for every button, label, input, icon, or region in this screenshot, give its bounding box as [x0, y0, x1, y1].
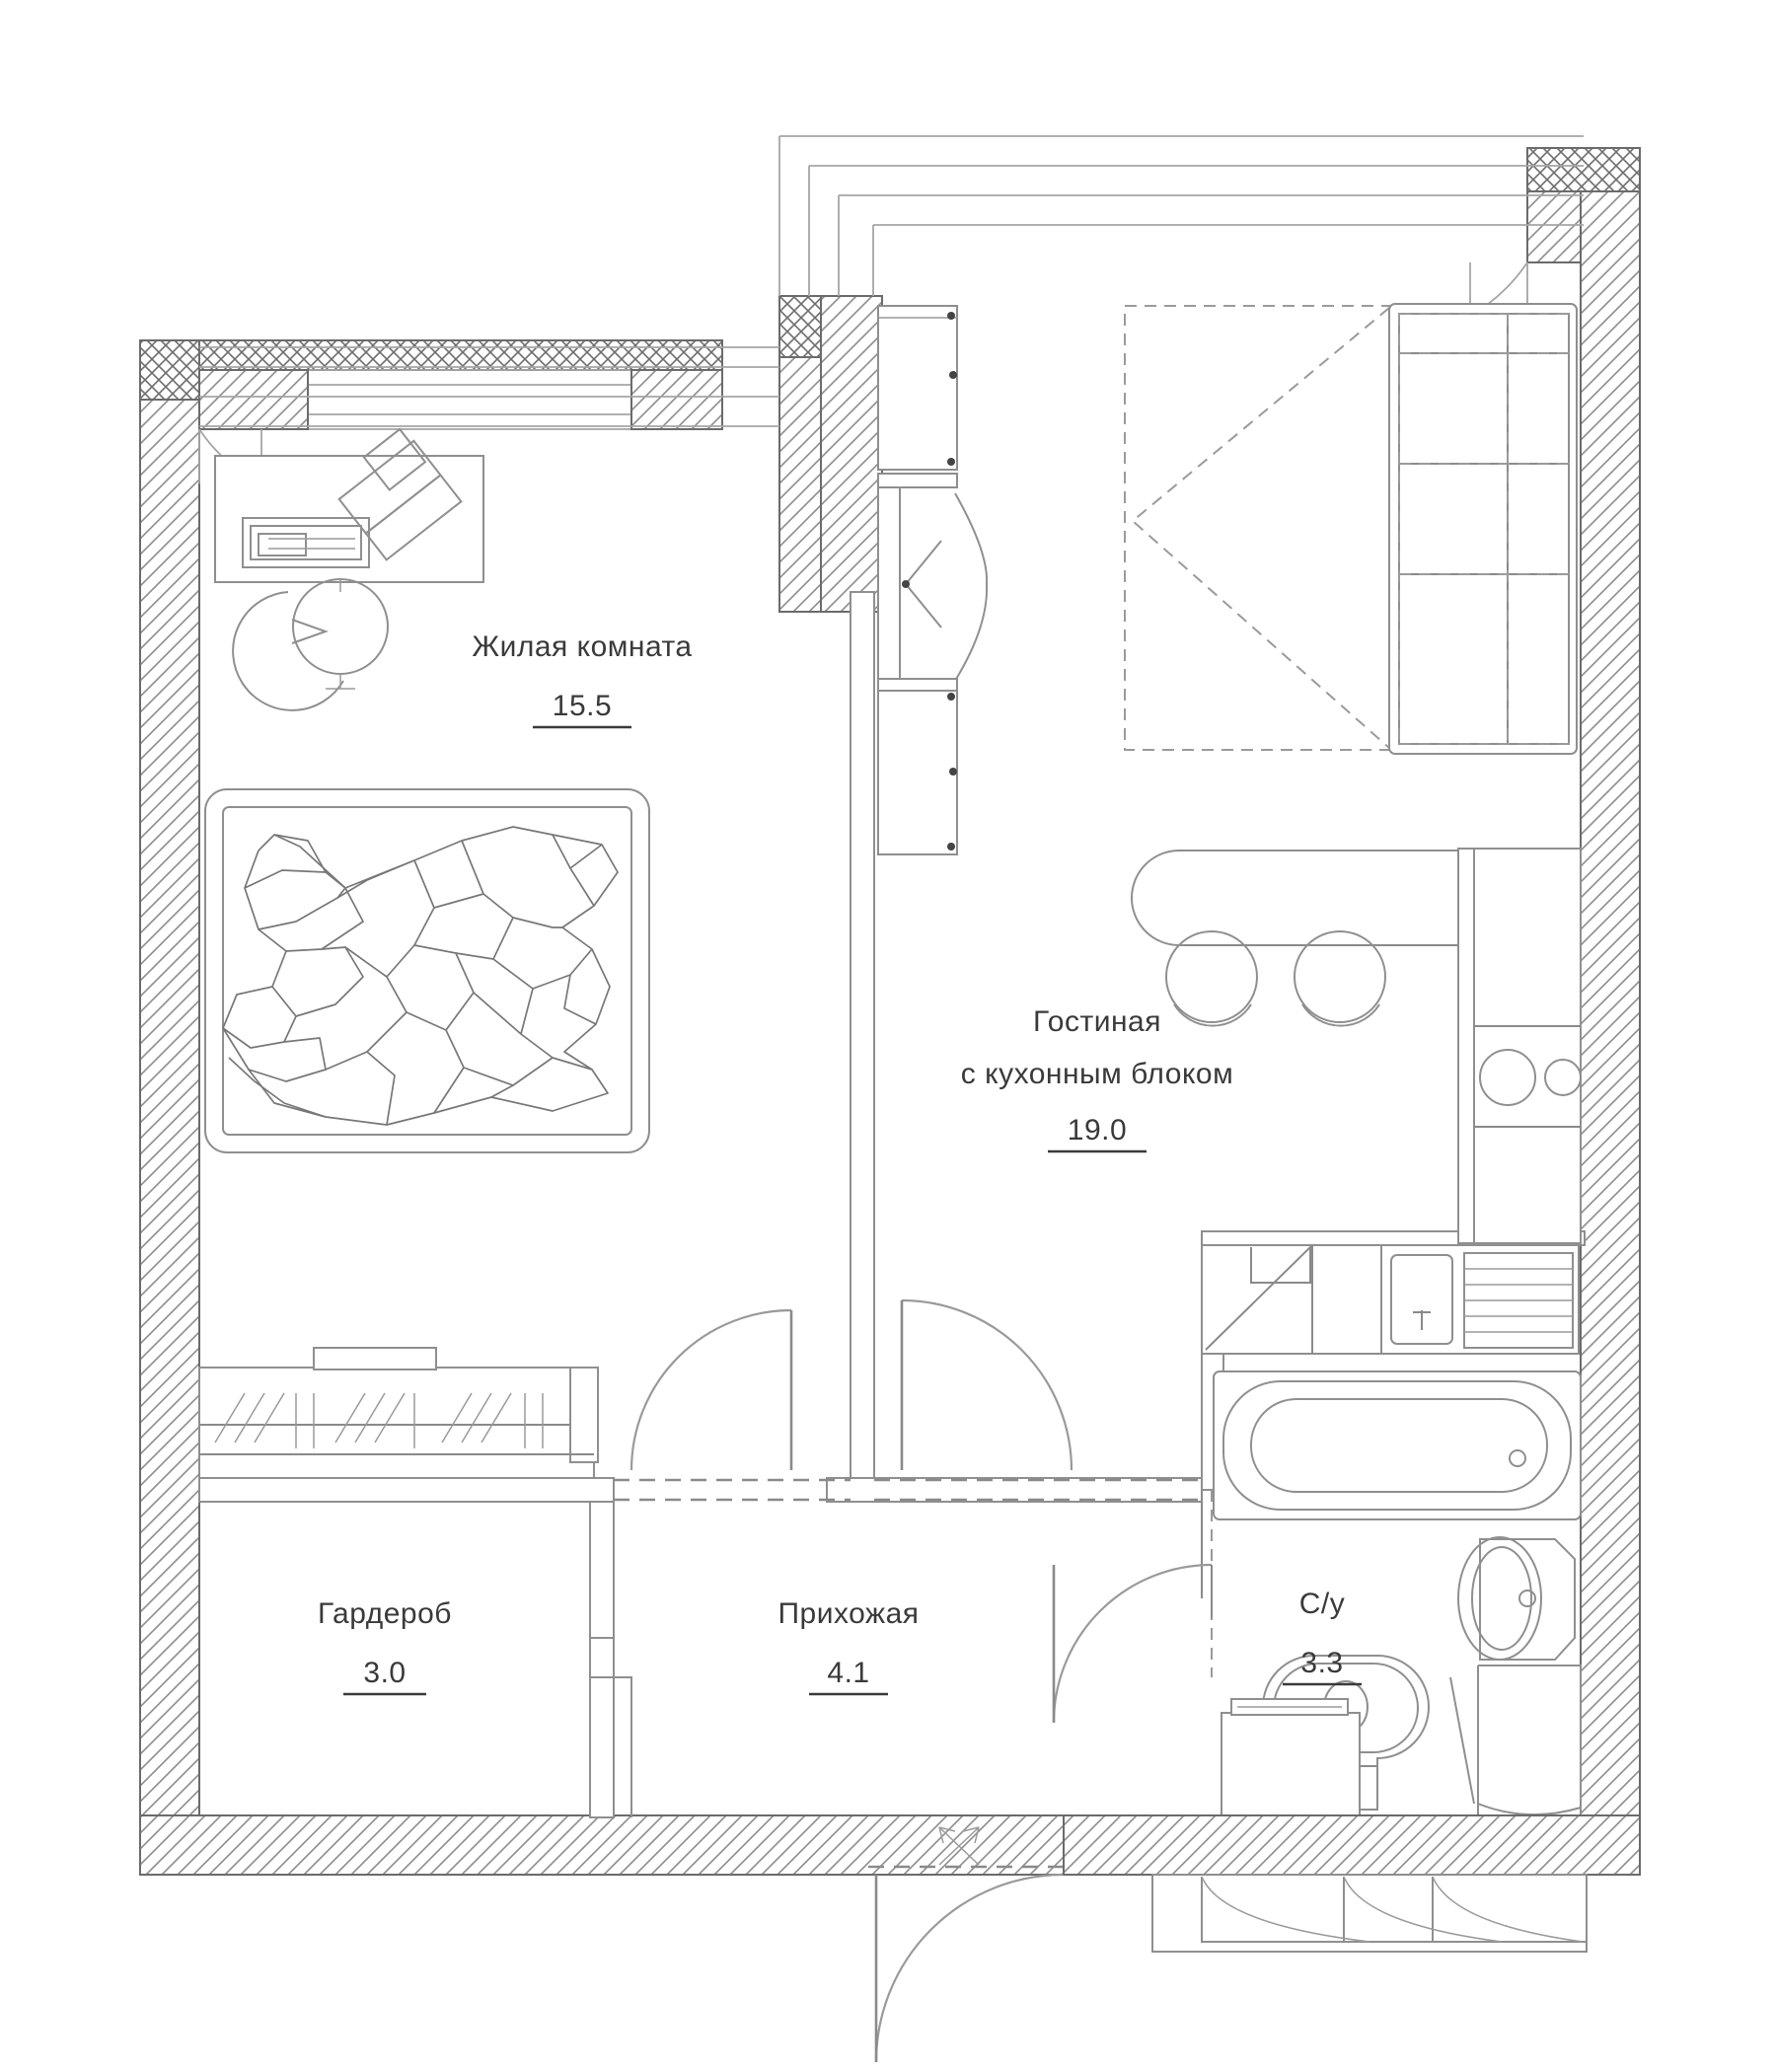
room-name-sanuzel: С/у [1299, 1588, 1346, 1620]
kitchen-cabinets [877, 305, 989, 855]
fridge-unit [1201, 1244, 1382, 1355]
wall-left [139, 339, 200, 1876]
kitchen-sink [1380, 1244, 1580, 1355]
bar-counter [1131, 850, 1459, 1027]
room-name-prikhozhaya: Прихожая [777, 1597, 919, 1630]
kitchen-worktop [1473, 848, 1582, 1244]
room-name-garderob: Гардероб [318, 1597, 452, 1630]
kitchen-living-furniture [877, 303, 1582, 1355]
hall-door-right [900, 1298, 1073, 1471]
hall-door-left [629, 1308, 793, 1471]
room-area-prikhozhaya: 4.1 [827, 1657, 869, 1689]
room-name-gostinaya-line1: Гостиная [1033, 1005, 1161, 1038]
room-label-garderob: Гардероб 3.0 [318, 1597, 452, 1696]
wall-top-left-pier [198, 369, 723, 430]
desk [214, 427, 484, 583]
room-area-garderob: 3.0 [363, 1657, 406, 1689]
washing-machine [1221, 1698, 1361, 1816]
door-thresholds [614, 1478, 1202, 1502]
bathroom-fixtures [1052, 1370, 1582, 1816]
duvet-crumple [222, 826, 619, 1126]
bathroom-cabinet [1449, 1665, 1582, 1816]
hall-wardrobe [198, 1347, 599, 1479]
partition-wardrobe-hall [589, 1501, 632, 1818]
room-label-gostinaya: Гостиная с кухонным блоком 19.0 [961, 1005, 1233, 1153]
desk-items [337, 427, 463, 561]
wall-top-right-cap [1526, 147, 1641, 263]
bar-stool-1 [1165, 930, 1258, 1027]
bed-double [204, 788, 650, 1153]
door-opening-marker [938, 1826, 980, 1866]
wall-top-center [778, 295, 883, 613]
bathroom-door [1052, 1563, 1213, 1724]
room-name-gostinaya-line2: с кухонным блоком [961, 1058, 1233, 1090]
room-label-sanuzel: С/у 3.3 [1283, 1588, 1362, 1686]
room-labels: Жилая комната 15.5 Гостиная с кухонным б… [318, 630, 1362, 1696]
hall-jog [590, 1637, 615, 1678]
room-label-zhilaya-komnata: Жилая комната 15.5 [472, 630, 692, 729]
cooktop [1479, 1049, 1582, 1106]
partition-center-vertical [850, 591, 875, 1491]
living-room-furniture [204, 427, 650, 1153]
room-area-gostinaya: 19.0 [1068, 1114, 1127, 1147]
wall-right [1580, 147, 1641, 1876]
hall-wardrobe-furniture [198, 1298, 1641, 2063]
bar-stool-2 [1294, 930, 1386, 1027]
partition-kitchen-right [1457, 848, 1475, 1244]
room-name-zhilaya-komnata: Жилая комната [472, 630, 692, 663]
hanger-marks [214, 1392, 544, 1448]
bathtub [1213, 1370, 1582, 1520]
partition-hall-top [198, 1477, 1203, 1503]
washbasin [1457, 1536, 1576, 1661]
room-label-prikhozhaya: Прихожая 4.1 [777, 1597, 919, 1696]
entry-door [868, 1814, 1641, 2063]
interior-partitions [198, 591, 1586, 1818]
desk-chair [232, 578, 389, 711]
laptop [242, 517, 370, 568]
top-glazing-lines [778, 135, 1584, 296]
top-left-glazing-lines [199, 346, 779, 427]
stairs [1151, 1874, 1588, 1953]
room-area-sanuzel: 3.3 [1300, 1647, 1343, 1679]
wardrobe-bedroom [1124, 303, 1578, 755]
room-area-zhilaya-komnata: 15.5 [553, 690, 612, 722]
